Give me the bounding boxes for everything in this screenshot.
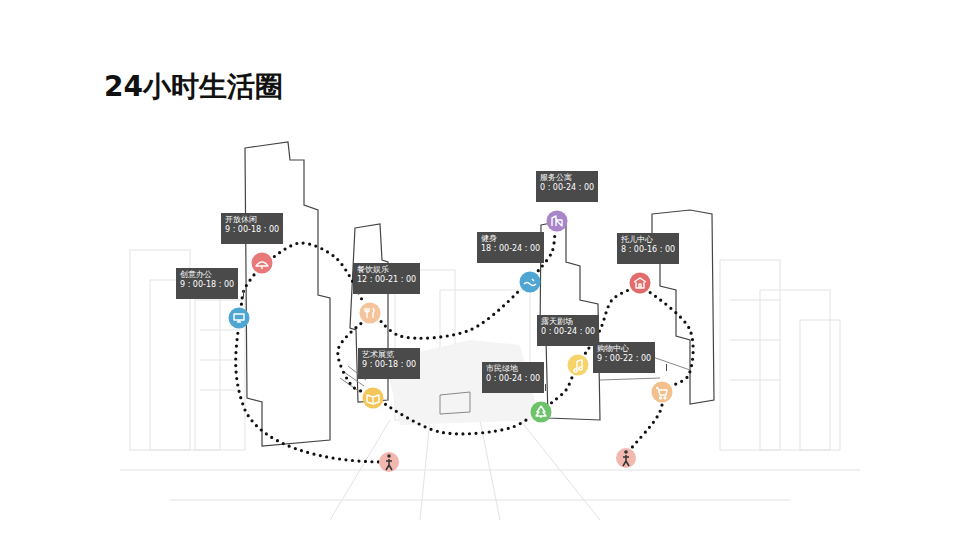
- leader-line: [561, 193, 562, 200]
- opening-hours: 0 : 00-24 : 00: [540, 183, 594, 193]
- callout-label: 开放休闲9 : 00-18 : 00: [221, 213, 283, 244]
- activity-node: 创意办公9 : 00-18 : 00: [228, 307, 250, 329]
- route-connector: [381, 291, 519, 338]
- leader-line: [582, 337, 583, 344]
- activity-node: 餐饮娱乐12 : 00-21 : 00: [359, 302, 381, 324]
- activity-name: 服务公寓: [540, 173, 594, 183]
- activity-name: 购物中心: [597, 344, 651, 354]
- activity-node: 市民绿地0 : 00-24 : 00: [530, 401, 552, 423]
- activity-icon: [546, 210, 568, 232]
- tower-outline: [245, 142, 714, 446]
- activity-name: 市民绿地: [486, 364, 540, 374]
- activity-icon: [651, 381, 673, 403]
- activity-name: 餐饮娱乐: [357, 265, 416, 275]
- opening-hours: 0 : 00-24 : 00: [486, 374, 540, 384]
- leader-line: [377, 370, 378, 377]
- route-connector: [274, 243, 362, 301]
- opening-hours: 9 : 00-18 : 00: [362, 360, 416, 370]
- activity-icon: [362, 387, 384, 409]
- opening-hours: 12 : 00-21 : 00: [357, 275, 416, 285]
- activity-name: 露天剧场: [541, 317, 595, 327]
- leader-line: [243, 290, 244, 297]
- activity-node: 购物中心9 : 00-22 : 00: [651, 381, 673, 403]
- walker-icon: [379, 448, 636, 472]
- opening-hours: 8 : 00-16 : 00: [621, 245, 675, 255]
- opening-hours: 18 : 00-24 : 00: [481, 244, 540, 254]
- activity-icon: [228, 307, 250, 329]
- activity-node: 露天剧场0 : 00-24 : 00: [567, 354, 589, 376]
- route-connector: [241, 275, 254, 305]
- opening-hours: 9 : 00-18 : 00: [180, 280, 234, 290]
- activity-node: 健身18 : 00-24 : 00: [519, 271, 541, 293]
- activity-node: 托儿中心8 : 00-16 : 00: [629, 272, 651, 294]
- activity-icon: [530, 401, 552, 423]
- activity-icon: [519, 271, 541, 293]
- callout-label: 市民绿地0 : 00-24 : 00: [482, 362, 544, 393]
- activity-name: 艺术展览: [362, 350, 416, 360]
- leader-line: [666, 364, 667, 371]
- activity-icon: [359, 302, 381, 324]
- callout-label: 服务公寓0 : 00-24 : 00: [536, 171, 598, 202]
- activity-icon: [629, 272, 651, 294]
- activity-node: 艺术展览9 : 00-18 : 00: [362, 387, 384, 409]
- activity-node: 服务公寓0 : 00-24 : 00: [546, 210, 568, 232]
- leader-line: [374, 285, 375, 292]
- diagram-title: 24小时生活圈: [104, 68, 283, 106]
- callout-label: 购物中心9 : 00-22 : 00: [593, 342, 655, 373]
- route-connector: [552, 378, 572, 403]
- activity-icon: [251, 252, 273, 274]
- activity-icon: [567, 354, 589, 376]
- route-connector: [650, 293, 693, 385]
- activity-name: 健身: [481, 234, 540, 244]
- callout-label: 健身18 : 00-24 : 00: [477, 232, 544, 263]
- callout-label: 艺术展览9 : 00-18 : 00: [358, 348, 420, 379]
- leader-line: [266, 235, 267, 242]
- activity-node: 开放休闲9 : 00-18 : 00: [251, 252, 273, 274]
- leader-line: [644, 255, 645, 262]
- walk-route: [236, 332, 662, 462]
- activity-name: 创意办公: [180, 270, 234, 280]
- callout-label: 餐饮娱乐12 : 00-21 : 00: [353, 263, 420, 294]
- background-city: [120, 250, 860, 520]
- activity-name: 开放休闲: [225, 215, 279, 225]
- callout-label: 托儿中心8 : 00-16 : 00: [617, 233, 679, 264]
- leader-line: [534, 254, 535, 261]
- activity-name: 托儿中心: [621, 235, 675, 245]
- opening-hours: 9 : 00-22 : 00: [597, 354, 651, 364]
- callout-label: 露天剧场0 : 00-24 : 00: [537, 315, 599, 346]
- route-connector: [385, 404, 528, 434]
- callout-label: 创意办公9 : 00-18 : 00: [176, 268, 238, 299]
- leader-line: [545, 384, 546, 391]
- opening-hours: 9 : 00-18 : 00: [225, 225, 279, 235]
- opening-hours: 0 : 00-24 : 00: [541, 327, 595, 337]
